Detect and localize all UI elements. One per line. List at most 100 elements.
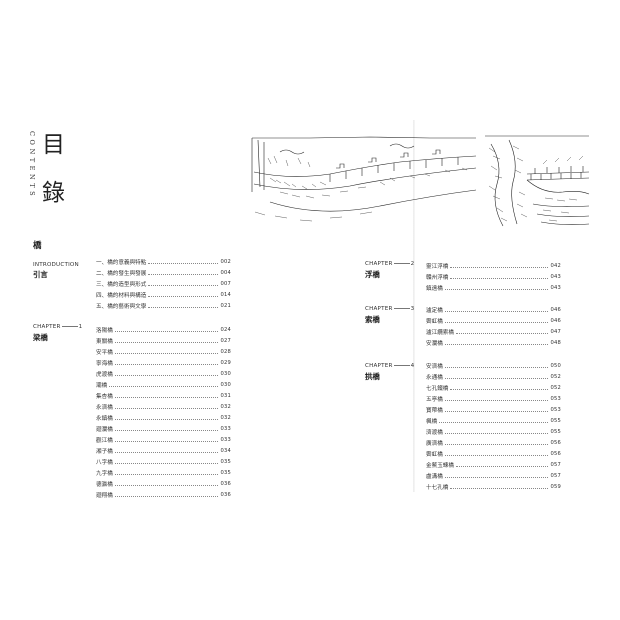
toc-entry-title: 金鰲玉蝀橋 xyxy=(426,463,454,469)
stone-bridge-sketch xyxy=(485,135,590,227)
toc-entry-title: 四、橋的材料與構造 xyxy=(96,293,147,299)
toc-entry-title: 寶帶橋 xyxy=(426,408,443,414)
toc-entry-page: 024 xyxy=(220,327,231,333)
chapter-label-number: 3 xyxy=(410,306,415,312)
toc-entry[interactable]: 永濟橋 032 xyxy=(96,402,231,412)
toc-entry[interactable]: 觀江橋 033 xyxy=(96,435,231,445)
toc-entry-title: 安平橋 xyxy=(96,350,113,356)
dot-leader xyxy=(114,462,219,464)
toc-entry-title: 十七孔橋 xyxy=(426,485,449,491)
toc-entry-page: 055 xyxy=(550,429,561,435)
dot-leader xyxy=(114,440,219,442)
dot-leader xyxy=(450,388,549,390)
dot-leader xyxy=(444,366,549,368)
chapter-label-prefix: CHAPTER xyxy=(365,261,393,267)
toc-entry-page: 042 xyxy=(550,263,561,269)
toc-entry-page: 027 xyxy=(220,338,231,344)
dot-leader xyxy=(114,407,219,409)
toc-entry-title: 盧溝橋 xyxy=(426,474,443,480)
toc-entry-page: 043 xyxy=(550,274,561,280)
bridge-wall-sketch xyxy=(251,136,477,222)
toc-entry-page: 036 xyxy=(220,492,231,498)
toc-entry-page: 030 xyxy=(220,371,231,377)
toc-entry-title: 永濟橋 xyxy=(96,405,113,411)
dot-leader xyxy=(114,473,219,475)
chapter-label-prefix: CHAPTER xyxy=(33,324,61,330)
title-char-2: 錄 xyxy=(42,180,65,206)
chapter-1-title: 梁橋 xyxy=(33,333,48,342)
dot-leader xyxy=(114,418,219,420)
toc-entry-page: 021 xyxy=(220,303,231,309)
dot-leader xyxy=(455,465,549,467)
toc-entry-page: 046 xyxy=(550,318,561,324)
toc-entry-page: 032 xyxy=(220,404,231,410)
toc-entry-title: 霽虹橋 xyxy=(426,319,443,325)
toc-entry-title: 廻瀾橋 xyxy=(96,427,113,433)
toc-entry-title: 洛陽橋 xyxy=(96,328,113,334)
toc-entry-page: 052 xyxy=(550,385,561,391)
dot-leader xyxy=(444,399,549,401)
toc-entry-page: 033 xyxy=(220,437,231,443)
dot-leader xyxy=(444,432,549,434)
dot-leader xyxy=(444,410,549,412)
toc-entry-page: 036 xyxy=(220,481,231,487)
dot-leader xyxy=(444,288,549,290)
toc-entry-page: 002 xyxy=(220,259,231,265)
chapter-label-number: 4 xyxy=(410,363,415,369)
chapter-3-title: 索橋 xyxy=(365,315,380,324)
toc-entry-page: 032 xyxy=(220,415,231,421)
toc-entry-page: 035 xyxy=(220,470,231,476)
dot-leader xyxy=(148,295,219,297)
dot-leader xyxy=(444,377,549,379)
toc-entry-page: 035 xyxy=(220,459,231,465)
toc-entry-title: 三、橋的造型與形式 xyxy=(96,282,147,288)
toc-entry-page: 048 xyxy=(550,340,561,346)
toc-entry-title: 觀江橋 xyxy=(96,438,113,444)
toc-entry[interactable]: 霽虹橋 046 xyxy=(426,316,561,326)
toc-entry-title: 永通橋 xyxy=(426,375,443,381)
toc-entry-title: 霽虹橋 xyxy=(426,452,443,458)
dot-leader xyxy=(109,385,219,387)
chapter-dash xyxy=(393,308,410,309)
toc-entry[interactable]: 洛陽橋 024 xyxy=(96,325,231,335)
